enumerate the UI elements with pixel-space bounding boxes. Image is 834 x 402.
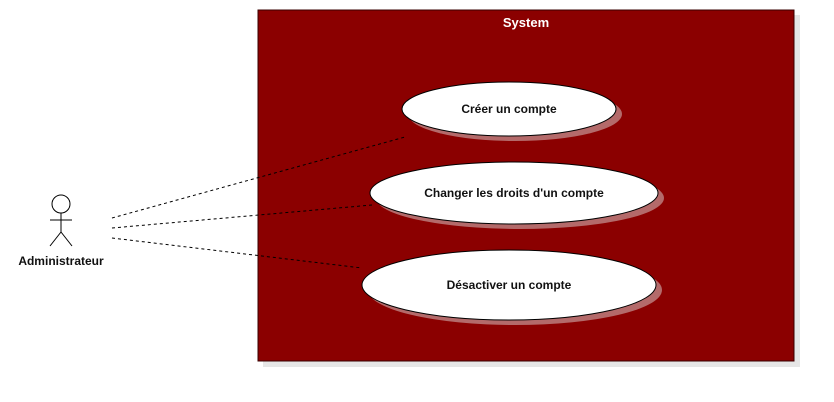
association-line-change-rights — [111, 204, 373, 229]
system-title: System — [503, 15, 549, 30]
use-case-deactivate-account[interactable]: Désactiver un compte — [361, 249, 662, 325]
use-case-label: Créer un compte — [461, 102, 557, 116]
actor-administrateur[interactable]: Administrateur — [18, 194, 104, 268]
use-case-change-rights[interactable]: Changer les droits d'un compte — [369, 161, 664, 229]
use-case-ellipse — [361, 249, 657, 321]
association-line-create — [111, 136, 406, 219]
use-case-create-account[interactable]: Créer un compte — [401, 81, 622, 141]
use-case-ellipse — [401, 81, 617, 137]
stick-figure-actor-icon — [49, 194, 73, 247]
actor-label: Administrateur — [18, 254, 104, 268]
use-case-ellipse — [369, 161, 659, 225]
use-case-label: Désactiver un compte — [447, 278, 572, 292]
use-case-label: Changer les droits d'un compte — [424, 186, 604, 200]
